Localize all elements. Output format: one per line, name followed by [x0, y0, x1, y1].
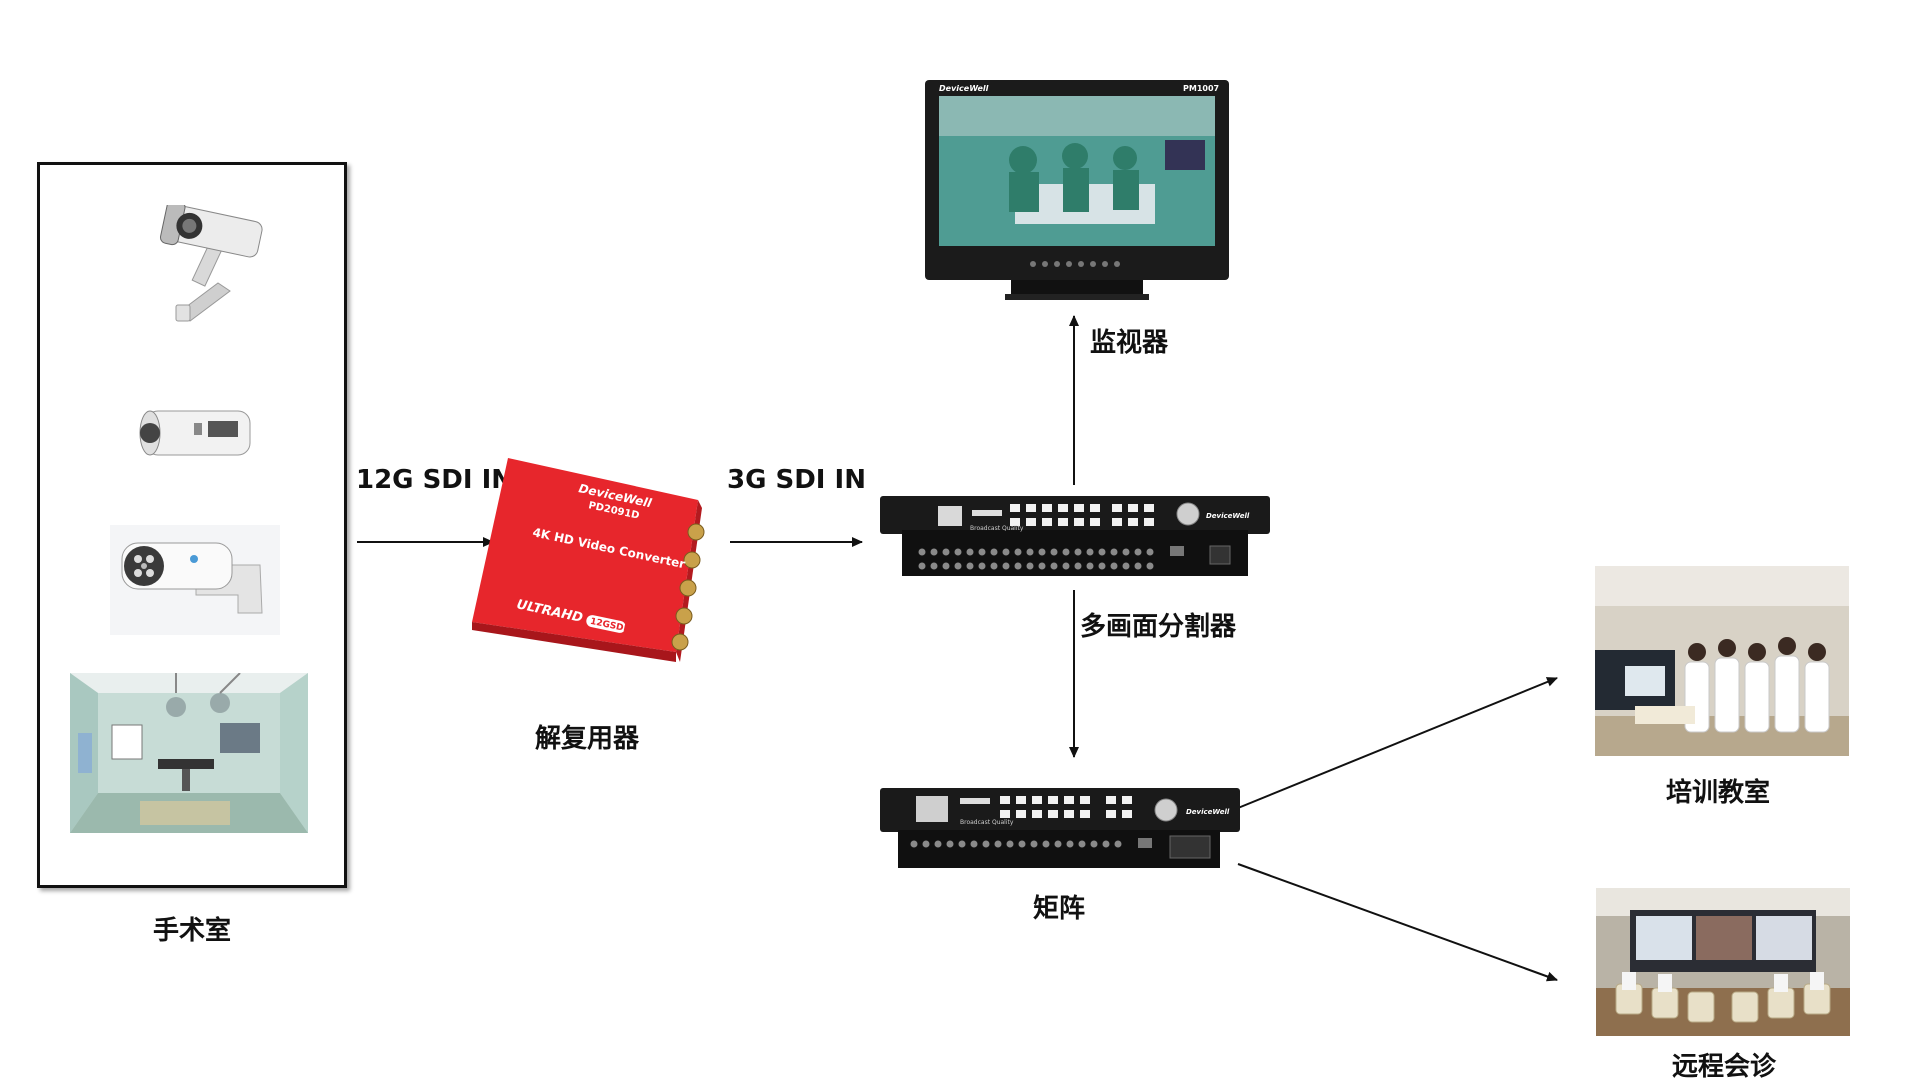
signal-3g-label: 3G SDI IN	[727, 465, 866, 495]
monitor-model: PM1007	[1183, 84, 1219, 93]
signal-12g-label: 12G SDI IN	[356, 465, 514, 495]
remote-consult-label: 远程会诊	[1672, 1052, 1777, 1082]
demuxer-label: 解复用器	[535, 724, 640, 754]
operating-room-label: 手术室	[153, 916, 232, 946]
arrow-matrix-to-training	[1237, 677, 1558, 809]
multiviewer-tag: Broadcast Quality	[970, 525, 1024, 532]
classroom-photo	[1595, 566, 1849, 756]
matrix-label: 矩阵	[1033, 894, 1086, 924]
matrix-device-icon: DeviceWell Broadcast Quality	[880, 788, 1240, 868]
multiviewer-device-icon: DeviceWell Broadcast Quality	[880, 496, 1270, 576]
ir-camera-icon	[110, 525, 280, 635]
training-room-label: 培训教室	[1666, 778, 1771, 808]
matrix-tag: Broadcast Quality	[960, 819, 1014, 826]
monitor-label: 监视器	[1090, 328, 1169, 358]
operating-room-photo	[70, 673, 308, 833]
multiviewer-brand: DeviceWell	[1206, 512, 1250, 520]
monitor-icon: DeviceWell PM1007	[925, 80, 1229, 300]
arrow-matrix-to-remote	[1237, 863, 1558, 982]
conference-photo	[1596, 888, 1850, 1036]
multiviewer-label: 多画面分割器	[1080, 612, 1237, 642]
tube-camera-icon	[139, 410, 251, 456]
bullet-camera-icon	[159, 205, 263, 322]
converter-device-icon: DeviceWell PD2091D 4K HD Video Converter…	[472, 458, 705, 662]
operating-room-box	[37, 162, 347, 888]
monitor-brand: DeviceWell	[939, 84, 989, 93]
matrix-brand: DeviceWell	[1186, 808, 1230, 816]
